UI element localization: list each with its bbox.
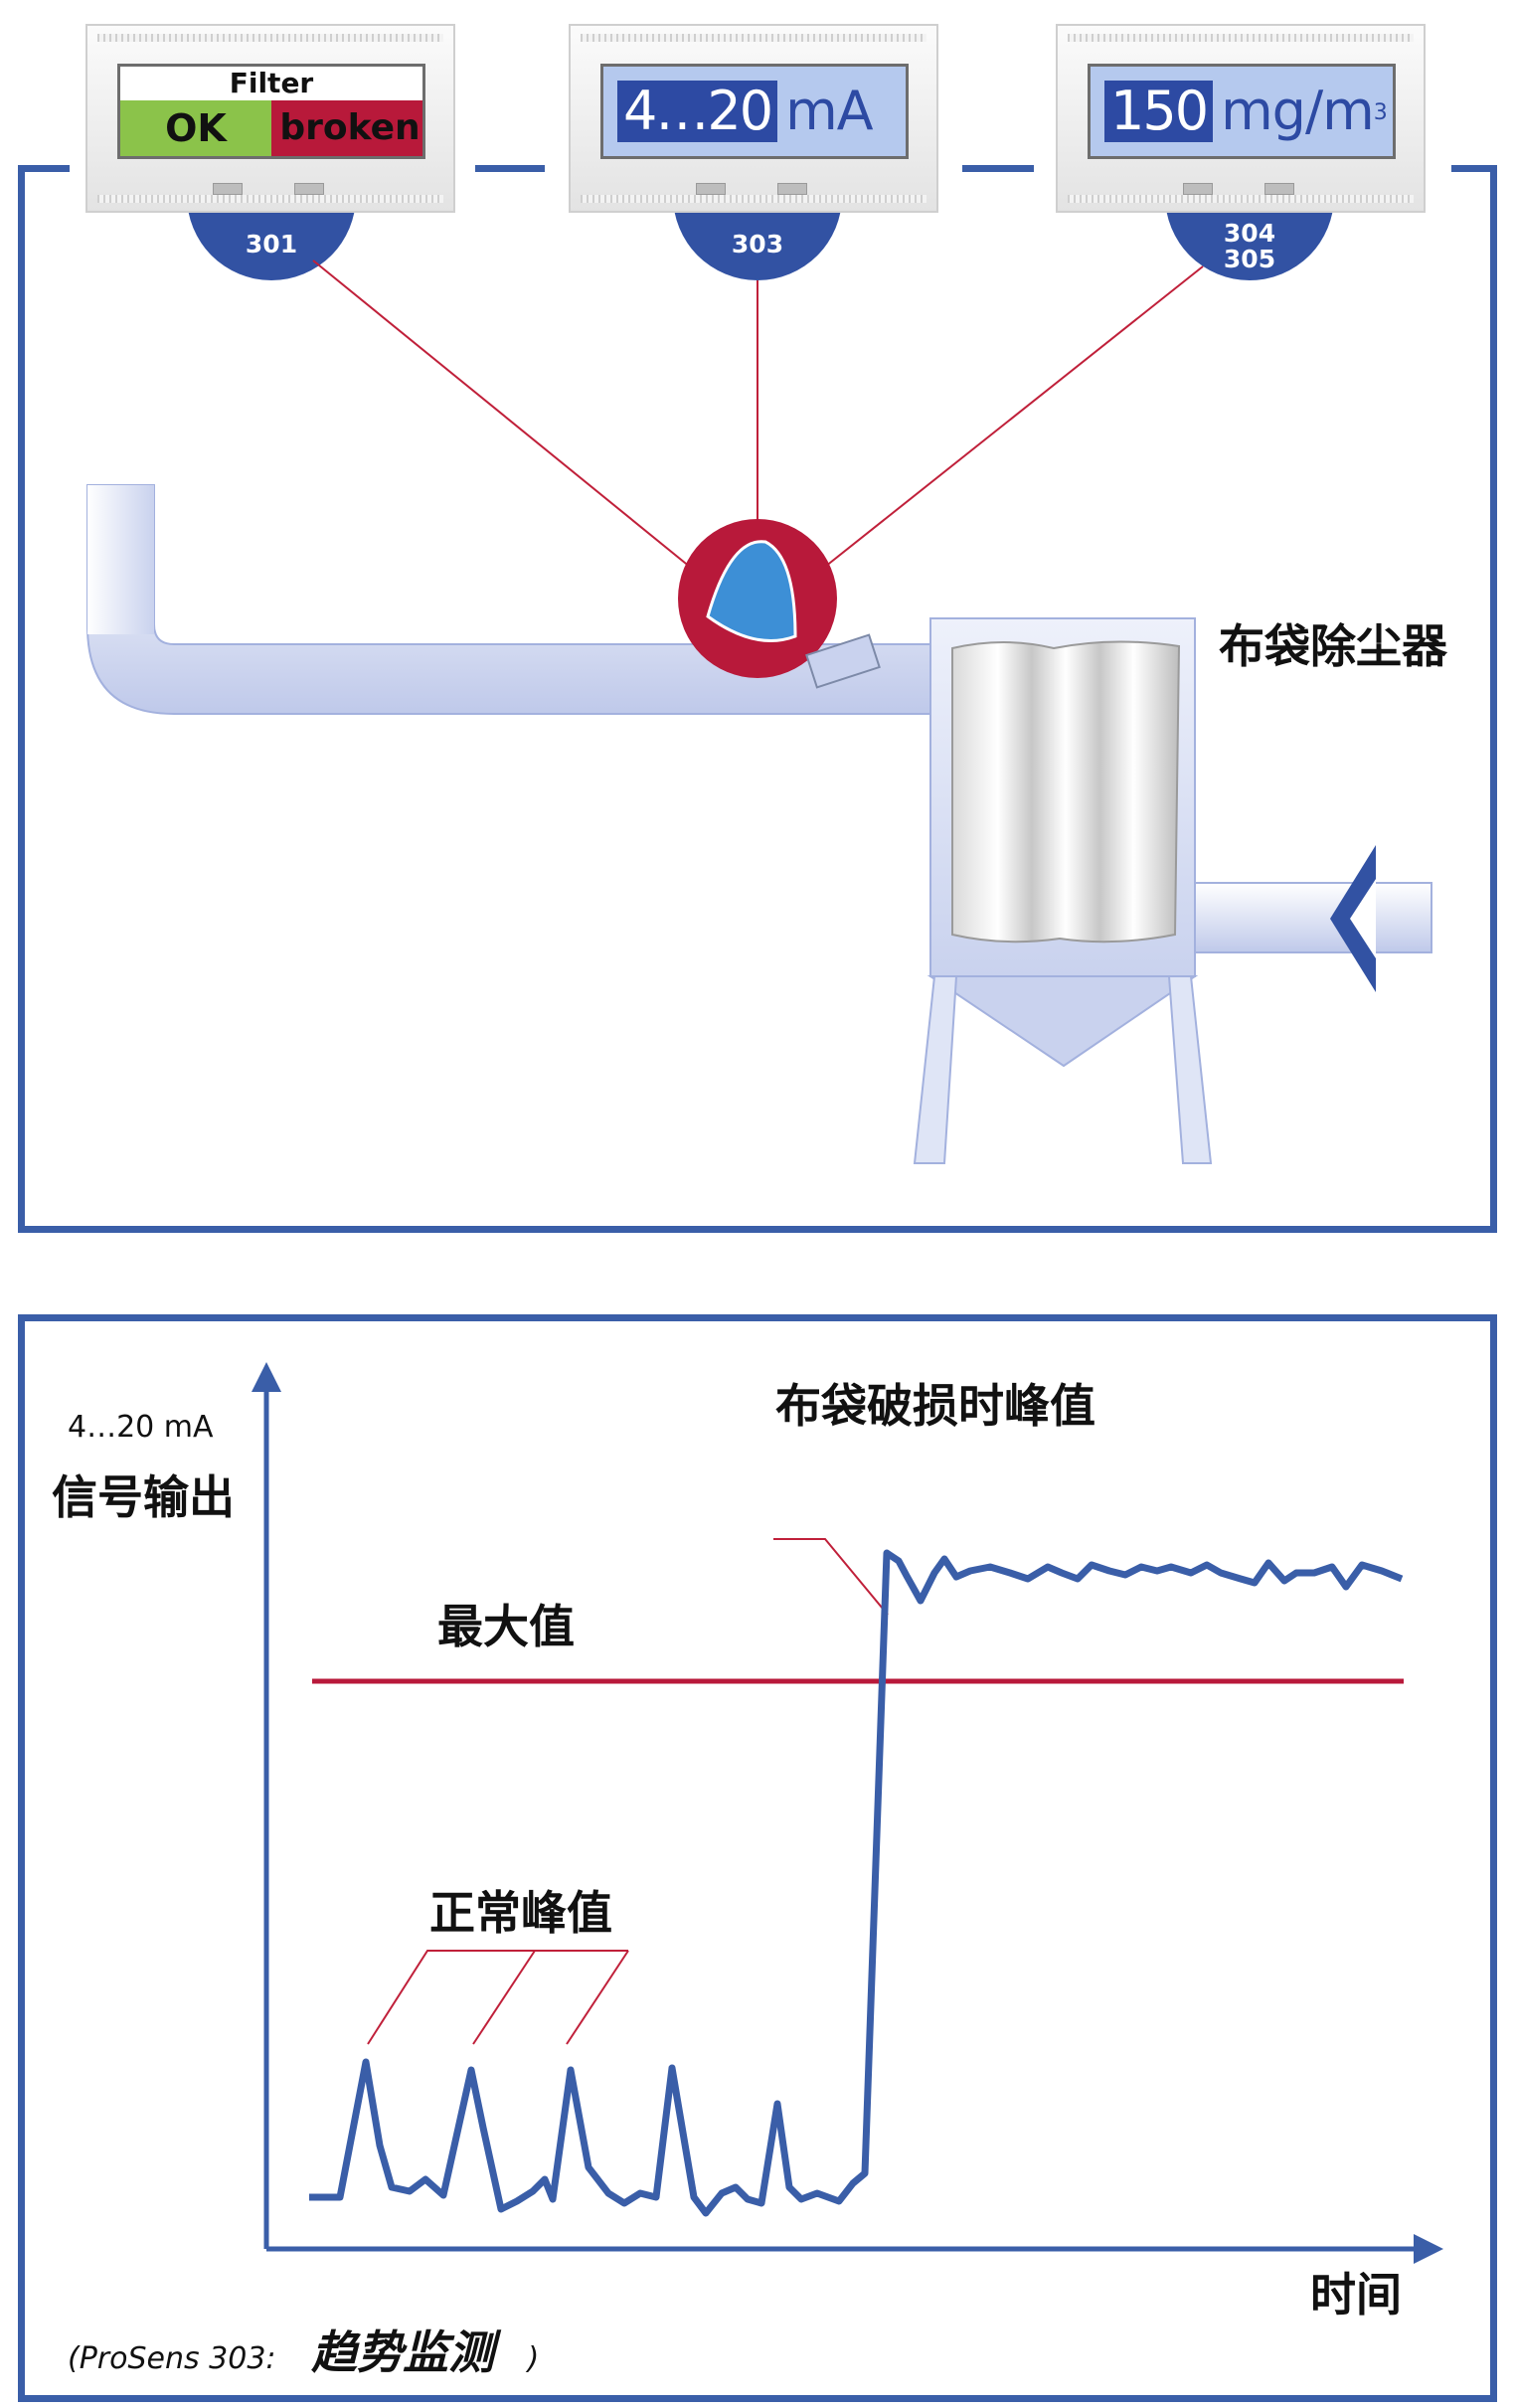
frame-top-segment (475, 165, 545, 172)
current-range-value: 4…20 (617, 81, 778, 142)
max-value-label: 最大值 (437, 1600, 575, 1653)
signal-trace (309, 1549, 1404, 2217)
caption-prefix: (ProSens 303: (68, 2341, 276, 2376)
display-304: 150 mg/m3 (1056, 24, 1426, 213)
filter-broken-indicator: broken (271, 100, 422, 156)
baghouse-leg (913, 975, 958, 1164)
leader-normal-peak (472, 1950, 536, 2045)
baghouse-leg (1167, 975, 1213, 1164)
caption: (ProSens 303: 趋势监测 ) (68, 2317, 539, 2382)
leader-broken-peak (773, 1538, 889, 1616)
badge-303-label: 303 (731, 230, 784, 258)
frame-top-segment (18, 165, 70, 172)
inlet-pipe-vertical (87, 485, 154, 634)
y-axis-label: 信号输出 (52, 1470, 235, 1524)
sensor-head-icon (706, 540, 797, 642)
caption-suffix: ) (527, 2341, 540, 2376)
badge-304-label: 304 (1223, 219, 1276, 248)
leader-301 (312, 259, 697, 573)
broken-peak-label: 布袋破损时峰值 (775, 1379, 1095, 1433)
baghouse-hopper (926, 975, 1199, 1068)
concentration-unit: mg/m3 (1221, 80, 1388, 142)
display-301: Filter OK broken (85, 24, 455, 213)
concentration-value: 150 (1104, 81, 1214, 142)
x-axis-arrow-icon (1414, 2234, 1443, 2264)
frame-top-segment (962, 165, 1034, 172)
filter-status-screen: Filter OK broken (117, 64, 425, 159)
badge-301-label: 301 (245, 230, 298, 258)
frame-top-segment (1451, 165, 1497, 172)
filter-bag (951, 640, 1181, 944)
concentration-screen: 150 mg/m3 (1088, 64, 1396, 159)
badge-305-label: 305 (1223, 245, 1276, 273)
leader-normal-peak (566, 1950, 629, 2045)
leader-304 (824, 265, 1204, 568)
top-diagram-frame (18, 165, 1497, 1233)
leader-normal-peaks (367, 1950, 628, 2045)
caption-main: 趋势监测 (311, 2325, 495, 2379)
filter-title: Filter (229, 67, 314, 99)
y-axis-arrow-icon (252, 1362, 281, 1392)
current-output-screen: 4…20 mA (600, 64, 909, 159)
trend-chart-frame (18, 1314, 1497, 2402)
sensor-probe-icon (805, 633, 881, 689)
baghouse-label: 布袋除尘器 (1219, 619, 1447, 673)
display-303: 4…20 mA (569, 24, 938, 213)
y-axis-unit: 4…20 mA (68, 1410, 214, 1445)
x-axis-label: 时间 (1310, 2268, 1402, 2322)
normal-peak-label: 正常峰值 (429, 1886, 612, 1940)
process-diagram (86, 259, 1432, 1164)
filter-ok-indicator: OK (120, 100, 271, 156)
outlet-pipe (1192, 882, 1432, 953)
current-unit: mA (785, 80, 874, 142)
